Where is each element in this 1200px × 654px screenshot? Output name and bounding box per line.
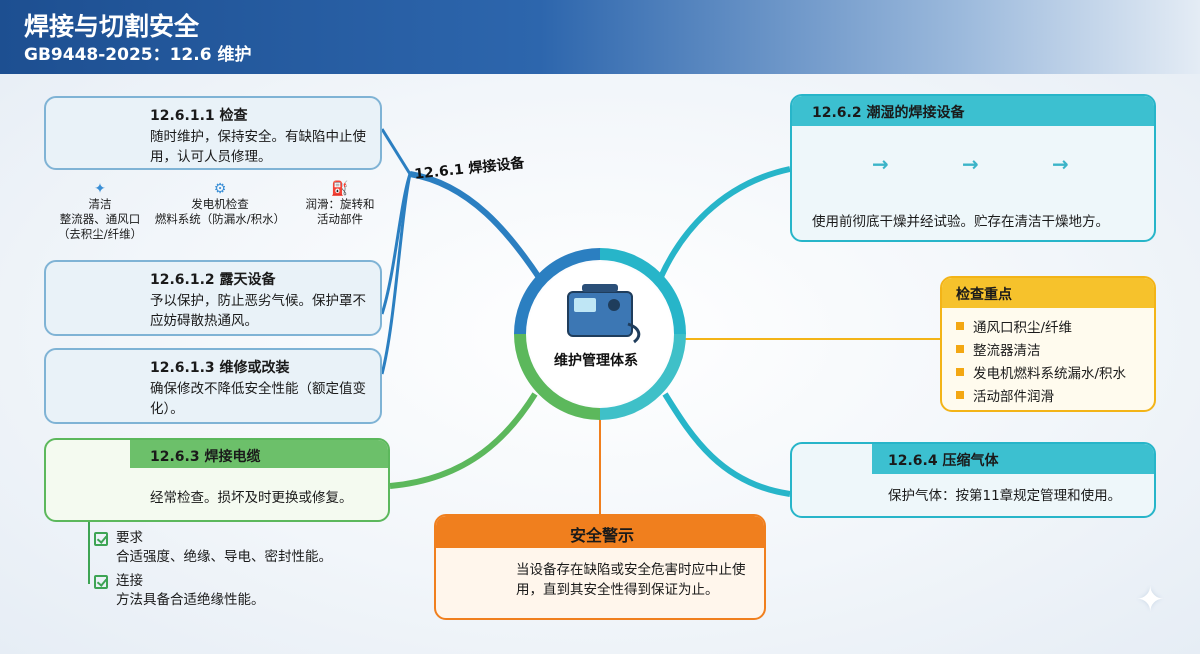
- cable-requirement-1: 要求 合适强度、绝缘、导电、密封性能。: [94, 529, 332, 567]
- card-repair-text: 确保修改不降低安全性能（额定值变化）。: [150, 381, 366, 417]
- card-damp-text: 使用前彻底干燥并经试验。贮存在清洁干燥地方。: [812, 214, 1109, 230]
- card-inspection: 12.6.1.1 检查 随时维护，保持安全。有缺陷中止使用，认可人员修理。: [44, 96, 382, 170]
- page-title: 焊接与切割安全: [24, 12, 200, 41]
- arrow-right-icon: →: [872, 152, 889, 176]
- link-gas: [662, 392, 791, 497]
- list-item: 发电机燃料系统漏水/积水: [956, 360, 1126, 383]
- card-inspection-text: 随时维护，保持安全。有缺陷中止使用，认可人员修理。: [150, 129, 366, 165]
- sparkle-icon: ✦: [1136, 580, 1165, 620]
- sparkle-icon: ✦: [94, 181, 106, 197]
- generator-icon: ⚙: [213, 181, 227, 197]
- arrow-right-icon: →: [1052, 152, 1069, 176]
- card-outdoor: 12.6.1.2 露天设备 予以保护，防止恶劣气候。保护罩不应妨碍散热通风。: [44, 260, 382, 336]
- inspection-points-list: 通风口积尘/纤维 整流器清洁 发电机燃料系统漏水/积水 活动部件润滑: [956, 314, 1126, 406]
- sub-item-cleaning: ✦ 清洁 整流器、通风口 （去积尘/纤维）: [40, 182, 160, 242]
- card-inspection-points-title: 检查重点: [956, 287, 1012, 303]
- arrow-right-icon: →: [962, 152, 979, 176]
- link-inspection: [409, 171, 543, 281]
- card-inspection-points: 检查重点 通风口积尘/纤维 整流器清洁 发电机燃料系统漏水/积水 活动部件润滑: [940, 276, 1156, 412]
- hub-center-label: 维护管理体系: [554, 353, 638, 369]
- link-cable: [389, 392, 538, 489]
- card-damp-equipment: 12.6.2 潮湿的焊接设备 使用前彻底干燥并经试验。贮存在清洁干燥地方。: [790, 94, 1156, 242]
- link-repair: [380, 173, 412, 375]
- card-cable-text: 经常检查。损坏及时更换或修复。: [150, 490, 353, 506]
- list-item: 活动部件润滑: [956, 383, 1126, 406]
- card-outdoor-title: 12.6.1.2 露天设备: [150, 272, 276, 288]
- card-gas-title: 12.6.4 压缩气体: [888, 453, 999, 469]
- card-compressed-gas: 12.6.4 压缩气体 保护气体：按第11章规定管理和使用。: [790, 442, 1156, 518]
- welding-machine-icon: [567, 284, 641, 344]
- card-safety-warning: 安全警示 当设备存在缺陷或安全危害时应中止使用，直到其安全性得到保证为止。: [434, 514, 766, 620]
- oil-can-icon: ⛽: [331, 181, 349, 197]
- card-inspection-title: 12.6.1.1 检查: [150, 108, 248, 124]
- card-warning-title: 安全警示: [569, 526, 634, 545]
- card-warning-text: 当设备存在缺陷或安全危害时应中止使用，直到其安全性得到保证为止。: [516, 562, 746, 598]
- card-gas-text: 保护气体：按第11章规定管理和使用。: [888, 488, 1122, 504]
- list-item: 整流器清洁: [956, 337, 1126, 360]
- card-damp-title: 12.6.2 潮湿的焊接设备: [812, 105, 965, 121]
- cable-requirement-2: 连接 方法具备合适绝缘性能。: [94, 572, 265, 610]
- sub-item-lubrication: ⛽ 润滑：旋转和 活动部件: [280, 182, 400, 227]
- card-repair-title: 12.6.1.3 维修或改装: [150, 360, 290, 376]
- list-item: 通风口积尘/纤维: [956, 314, 1126, 337]
- card-cable: 12.6.3 焊接电缆 经常检查。损坏及时更换或修复。: [44, 438, 390, 522]
- sub-item-generator: ⚙ 发电机检查 燃料系统（防漏水/积水）: [150, 182, 290, 227]
- checkbox-icon: [94, 574, 108, 589]
- page-subtitle: GB9448-2025：12.6 维护: [24, 45, 252, 65]
- header-banner: 焊接与切割安全 GB9448-2025：12.6 维护: [0, 0, 1200, 74]
- card-outdoor-text: 予以保护，防止恶劣气候。保护罩不应妨碍散热通风。: [150, 293, 366, 329]
- card-cable-title: 12.6.3 焊接电缆: [150, 449, 261, 465]
- card-repair: 12.6.1.3 维修或改装 确保修改不降低安全性能（额定值变化）。: [44, 348, 382, 424]
- checkbox-icon: [94, 531, 108, 546]
- mind-map: !: [0, 74, 1200, 654]
- link-damp: [657, 166, 791, 281]
